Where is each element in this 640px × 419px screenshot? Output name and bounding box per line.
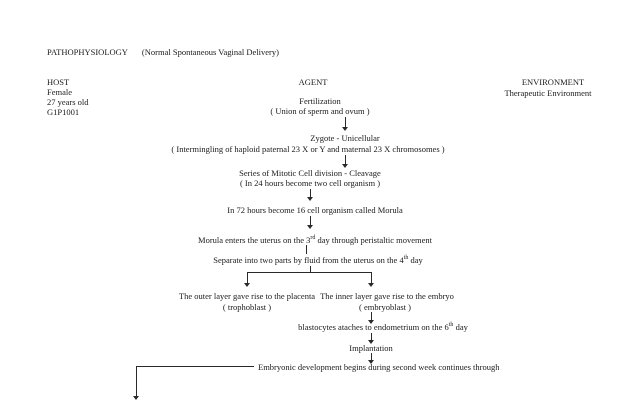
page-subtitle: (Normal Spontaneous Vaginal Delivery) [141,47,279,57]
outer-layer-title: The outer layer gave rise to the placent… [178,291,316,301]
morula-uterus-post: day through peristaltic movement [315,235,432,245]
host-block: HOST Female 27 years old G1P1001 [47,77,89,117]
arrowhead-icon [368,320,374,324]
arrow-branch-left-outer-layer [244,272,250,287]
agent-step-fertilization: Fertilization [299,96,341,106]
blastocyte-text: blastocytes ataches to endometrium on th… [298,322,468,332]
arrowhead-icon [307,225,313,229]
host-line-female: Female [47,87,73,97]
separate-pre: Separate into two parts by fluid from th… [213,255,404,265]
connector-line-uterus-to-separate [306,245,307,254]
blastocyte-pre: blastocytes ataches to endometrium on th… [298,322,449,332]
arrow-zygote-to-cleavage [342,155,348,168]
morula-uterus-text: Morula enters the uterus on the 3rd day … [198,235,432,245]
morula-text: In 72 hours become 16 cell organism call… [227,205,403,215]
arrowhead-icon [342,127,348,131]
separate-post: day [408,255,423,265]
arrow-morula-to-uterus [307,216,313,229]
inner-layer-detail: ( embryoblast ) [359,302,411,312]
separate-sup: th [403,255,409,262]
host-line-age: 27 years old [47,97,89,107]
arrow-cleavage-to-morula [307,189,313,201]
arrowhead-icon [244,283,250,287]
cleavage-detail: ( In 24 hours become two cell organism ) [239,178,381,188]
blastocyte-sup: th [448,322,454,329]
arrowhead-icon [368,283,374,287]
branch-horizontal-line [247,272,372,273]
environment-detail: Therapeutic Environment [504,88,592,98]
arrowhead-icon [368,340,374,344]
page-title: PATHOPHYSIOLOGY [47,47,128,57]
arrow-fertilization-to-zygote [342,117,348,131]
arrowhead-icon [368,360,374,364]
arrowhead-icon [307,197,313,201]
branch-stem-line [310,266,311,273]
return-horizontal-line [136,366,254,367]
zygote-title: Zygote - Unicellular [310,133,380,143]
host-line-gravida: G1P1001 [47,107,80,117]
agent-label: AGENT [298,77,328,87]
inner-layer-title: The inner layer gave rise to the embryo [320,291,454,301]
arrow-blastocyte-to-implantation [368,333,374,344]
zygote-detail: ( Intermingling of haploid paternal 23 X… [171,144,445,154]
implantation-text: Implantation [349,343,393,353]
arrow-implantation-to-embryonic [368,353,374,364]
arrowhead-icon [133,396,139,400]
embryonic-text: Embryonic development begins during seco… [258,362,500,372]
arrow-branch-right-inner-layer [368,272,374,287]
page-title-row: PATHOPHYSIOLOGY (Normal Spontaneous Vagin… [47,47,279,57]
blastocyte-post: day [453,322,468,332]
environment-label: ENVIRONMENT [521,77,585,87]
host-label: HOST [47,77,70,87]
cleavage-title: Series of Mitotic Cell division - Cleava… [239,168,381,178]
separate-text: Separate into two parts by fluid from th… [213,255,423,265]
arrow-return-down [133,366,139,400]
outer-layer-detail: ( trophoblast ) [222,302,272,312]
morula-uterus-pre: Morula enters the uterus on the 3 [198,235,311,245]
morula-uterus-sup: rd [310,235,316,242]
agent-detail-union: ( Union of sperm and ovum ) [270,106,370,116]
arrowhead-icon [342,164,348,168]
arrow-embryoblast-to-blastocyte [368,312,374,324]
